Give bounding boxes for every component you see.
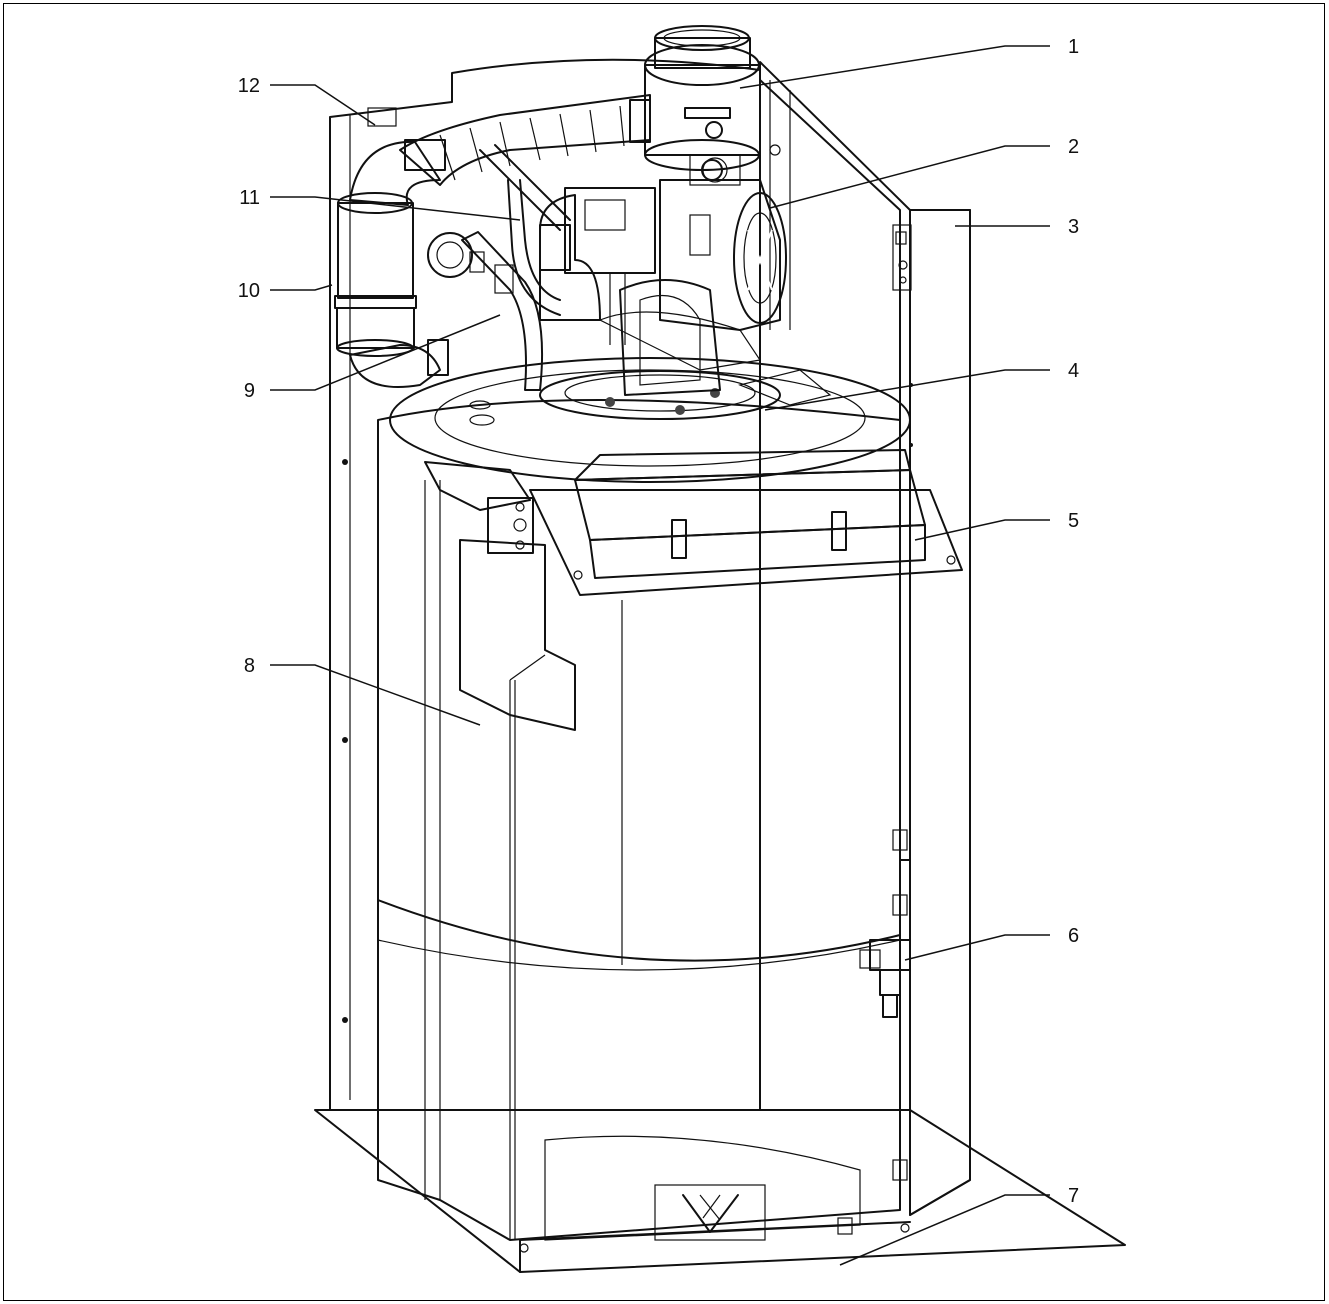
callout-1: 1 — [1068, 36, 1079, 58]
control-box — [459, 449, 963, 731]
callout-12: 12 — [238, 75, 260, 97]
callout-9: 9 — [244, 380, 255, 402]
flow-pipe — [427, 231, 544, 391]
fan-unit — [659, 157, 787, 331]
leader-2 — [769, 145, 1050, 209]
callout-7: 7 — [1068, 1185, 1079, 1207]
drain-valve — [859, 939, 911, 1018]
figure-frame — [3, 3, 1325, 1301]
leader-lines — [270, 45, 1050, 1266]
gas-valve — [539, 187, 656, 345]
venturi — [598, 279, 762, 396]
callout-3: 3 — [1068, 216, 1079, 238]
callout-2: 2 — [1068, 136, 1079, 158]
callout-5: 5 — [1068, 510, 1079, 532]
callout-labels: 1 2 3 4 5 6 7 8 9 10 11 12 — [238, 36, 1079, 1207]
leader-4 — [764, 369, 1050, 411]
callout-10: 10 — [238, 280, 260, 302]
leader-8 — [270, 664, 481, 726]
callout-8: 8 — [244, 655, 255, 677]
side-panel — [759, 61, 971, 1216]
callout-4: 4 — [1068, 360, 1079, 382]
callout-6: 6 — [1068, 925, 1079, 947]
leader-11 — [270, 196, 521, 221]
flue-adaptor — [644, 25, 761, 186]
leader-6 — [904, 934, 1050, 961]
leader-1 — [739, 45, 1050, 89]
leader-10 — [270, 284, 333, 291]
leader-7 — [839, 1194, 1050, 1266]
condensate-siphon — [334, 192, 449, 388]
top-lid — [389, 357, 911, 511]
air-intake-hose — [349, 94, 651, 321]
leader-9 — [270, 314, 501, 391]
leader-12 — [270, 84, 376, 126]
callout-11: 11 — [239, 187, 260, 209]
heat-exchanger-cylinder — [377, 399, 901, 1241]
leader-5 — [914, 519, 1050, 541]
base-plate — [314, 1109, 1126, 1273]
